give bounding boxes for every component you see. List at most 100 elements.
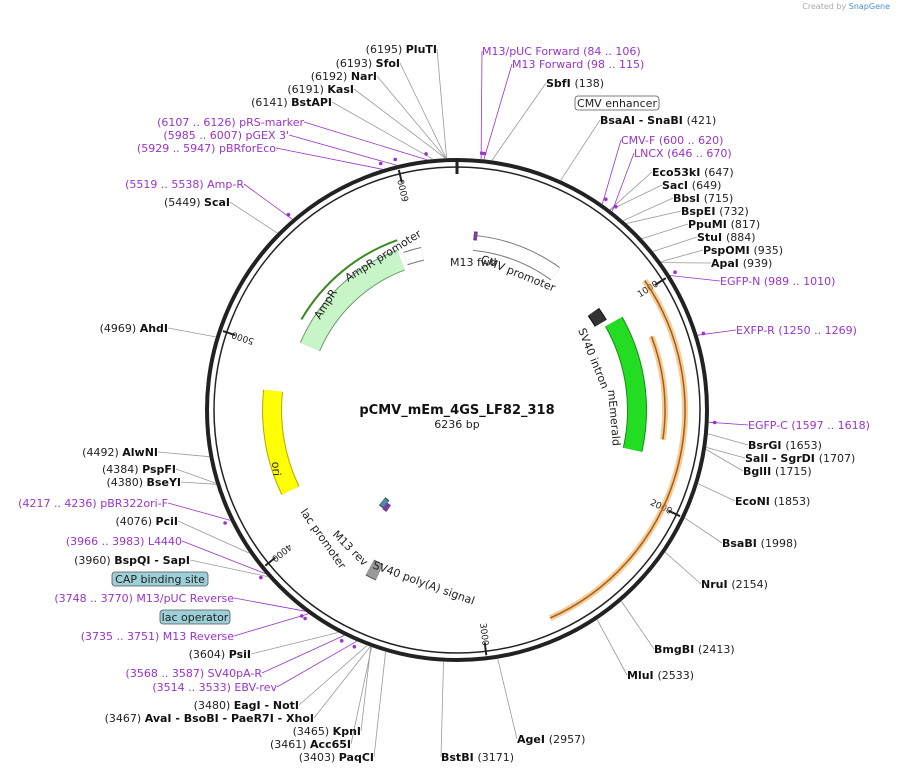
site-leader-sbfi [491, 82, 547, 161]
site-leader-bsabi [684, 517, 723, 544]
primer-leader-prs-marker [303, 121, 428, 161]
primer-label-m13-puc-forward: M13/pUC Forward (84 .. 106) [482, 45, 641, 58]
site-label-bseyi: (4380) BseYI [106, 476, 181, 489]
site-leader-bsaai-snabi [560, 119, 601, 181]
site-leader-bspei [626, 210, 682, 224]
site-leader-bstbi [440, 661, 444, 758]
site-label-alwni: (4492) AlwNI [82, 446, 158, 459]
tick-label-3000: 3000 [477, 622, 490, 646]
site-leader-bspqi-sapi [189, 559, 268, 577]
primer-leader-m13-reverse [233, 613, 309, 637]
site-label-psii: (3604) PsiI [189, 648, 251, 661]
site-leader-nrui [664, 551, 702, 585]
site-label-bspqi-sapi: (3960) BspQI - SapI [74, 554, 190, 567]
primer-label-exfp-r: EXFP-R (1250 .. 1269) [736, 324, 857, 337]
site-leader-bstapi [331, 101, 434, 160]
orf-band-inner [648, 335, 668, 440]
primer-mark-pgex-3 [393, 157, 398, 162]
site-label-nrui: NruI (2154) [701, 578, 768, 591]
site-label-apai: ApaI (939) [711, 257, 772, 270]
feature-label-m13-fwd: M13 fwd [450, 256, 497, 269]
primer-mark-lncx [614, 204, 618, 209]
primer-leader-egfp-n [670, 275, 721, 282]
tick-mark-2000 [667, 509, 681, 518]
primer-label-m13-puc-reverse: (3748 .. 3770) M13/pUC Reverse [54, 592, 234, 605]
site-leader-bseyi [180, 481, 217, 485]
primer-leader-l4440 [181, 540, 266, 575]
snapgene-credit: Created by SnapGene [802, 2, 890, 11]
site-label-econi: EcoNI (1853) [735, 495, 810, 508]
site-leader-ppumi [641, 223, 689, 240]
primer-mark-amp-r [286, 212, 291, 217]
feature-ori [263, 389, 299, 495]
site-label-bsrgi: BsrGI (1653) [748, 439, 822, 452]
primer-mark-l4440 [259, 575, 263, 580]
site-label-pcii: (4076) PciI [115, 515, 178, 528]
svg-text:CAP binding site: CAP binding site [115, 573, 205, 586]
primer-mark-egfp-n [673, 270, 677, 275]
site-label-pspfi: (4384) PspFI [102, 463, 176, 476]
feature-label-sv40-poly-a-signal: SV40 poly(A) signal [371, 559, 476, 608]
primer-mark-m13-puc-forward [479, 151, 484, 155]
site-leader-mlui [596, 619, 628, 676]
feature-m13-rev [382, 503, 391, 512]
primer-label-pbrforeco: (5929 .. 5947) pBRforEco [137, 142, 276, 155]
feature-sv40-poly-a-signal [365, 560, 383, 580]
site-label-ppumi: PpuMI (817) [688, 218, 760, 231]
tick-mark-5000 [222, 330, 236, 337]
primer-label-egfp-c: EGFP-C (1597 .. 1618) [748, 419, 870, 432]
site-leader-paqci [373, 651, 386, 758]
primer-leader-pgex-3 [288, 134, 397, 166]
ampr-orf-line [300, 239, 398, 321]
primer-label-prs-marker: (6107 .. 6126) pRS-marker [157, 116, 304, 129]
site-leader-pluti [436, 48, 447, 159]
primer-mark-pbrforeco [378, 161, 383, 166]
site-leader-bbsi [623, 197, 674, 221]
plasmid-name: pCMV_mEm_4GS_LF82_318 [359, 403, 554, 418]
site-leader-agei [497, 658, 518, 740]
site-leader-sfoi [399, 62, 447, 159]
feature-memerald [605, 317, 646, 452]
site-leader-eagi-noti [298, 645, 368, 706]
tick-mark-3000 [483, 642, 488, 656]
site-label-kpni: (3465) KpnI [293, 725, 361, 738]
site-label-pspomi: PspOMI (935) [703, 244, 783, 257]
svg-text:lac operator: lac operator [162, 611, 229, 624]
site-leader-scai [229, 201, 278, 234]
site-leader-kpni [360, 646, 372, 732]
site-label-avai-bsobi-paer7i-xhoi: (3467) AvaI - BsoBI - PaeR7I - XhoI [105, 712, 314, 725]
primer-leader-lncx [611, 152, 635, 212]
primer-leader-pbrforeco [275, 147, 383, 170]
site-label-bmgbi: BmgBI (2413) [654, 643, 735, 656]
primer-label-pbr322ori-f: (4217 .. 4236) pBR322ori-F [18, 497, 168, 510]
primer-label-m13-forward: M13 Forward (98 .. 115) [512, 58, 644, 71]
site-leader-saci [610, 184, 663, 211]
primer-leader-ebv-rev [276, 640, 357, 688]
primer-mark-pbr322ori-f [223, 521, 227, 525]
site-label-bspei: BspEI (732) [681, 205, 749, 218]
site-label-stui: StuI (884) [697, 231, 756, 244]
snapgene-logo: SnapGene [848, 2, 890, 11]
site-leader-ahdi [167, 327, 216, 338]
site-leader-kasi [353, 88, 446, 159]
primer-mark-prs-marker [424, 152, 428, 156]
feature-lac-promoter [379, 498, 389, 508]
primer-label-cmv-f: CMV-F (600 .. 620) [621, 134, 723, 147]
site-leader-alwni [157, 451, 210, 458]
tick-label-6000: 6000 [397, 178, 412, 203]
tick-mark-4000 [264, 556, 276, 567]
primer-label-egfp-n: EGFP-N (989 .. 1010) [720, 275, 835, 288]
site-leader-econi [697, 483, 736, 502]
primer-label-lncx: LNCX (646 .. 670) [634, 147, 732, 160]
site-leader-pspomi [660, 249, 704, 263]
primer-label-pgex-3: (5985 .. 6007) pGEX 3' [163, 129, 289, 142]
site-label-nari: (6192) NarI [311, 70, 377, 83]
primer-leader-m13-puc-forward [480, 50, 483, 160]
primer-label-amp-r: (5519 .. 5538) Amp-R [125, 178, 244, 191]
orf-line-inner [650, 336, 666, 440]
site-label-sbfi: SbfI (138) [546, 77, 604, 90]
site-label-bsabi: BsaBI (1998) [722, 537, 797, 550]
site-label-bglii: BglII (1715) [743, 465, 812, 478]
plasmid-length: 6236 bp [434, 418, 479, 431]
